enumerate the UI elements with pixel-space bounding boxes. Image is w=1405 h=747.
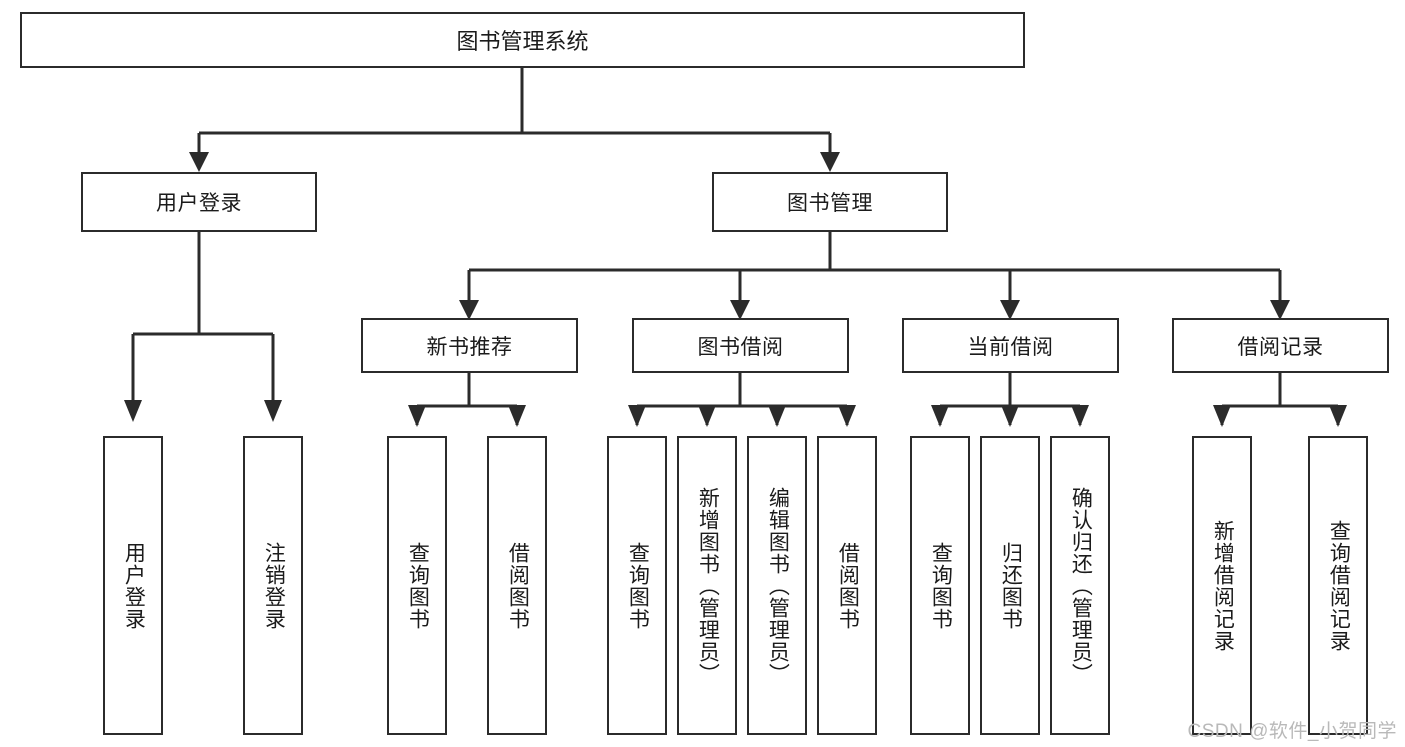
leaf-label: 注销登录 <box>262 541 286 630</box>
leaf-current-borrow-confirm[interactable]: 确认归还（管理员） <box>1050 436 1110 735</box>
leaf-label: 查询借阅记录 <box>1327 519 1351 652</box>
leaf-label: 用户登录 <box>122 541 146 630</box>
leaf-label: 确认归还（管理员） <box>1069 486 1093 685</box>
node-book-borrow[interactable]: 图书借阅 <box>632 318 849 373</box>
node-current-borrow[interactable]: 当前借阅 <box>902 318 1119 373</box>
leaf-label: 编辑图书（管理员） <box>766 486 790 685</box>
leaf-book-borrow-edit[interactable]: 编辑图书（管理员） <box>747 436 807 735</box>
leaf-label: 查询图书 <box>929 541 953 630</box>
arrowheads <box>124 152 1347 427</box>
leaf-borrow-record-query[interactable]: 查询借阅记录 <box>1308 436 1368 735</box>
leaf-current-borrow-query[interactable]: 查询图书 <box>910 436 970 735</box>
leaf-label: 归还图书 <box>999 541 1023 630</box>
leaf-label: 查询图书 <box>406 541 430 630</box>
leaf-current-borrow-return[interactable]: 归还图书 <box>980 436 1040 735</box>
leaf-user-login-login[interactable]: 用户登录 <box>103 436 163 735</box>
leaf-new-book-query[interactable]: 查询图书 <box>387 436 447 735</box>
leaf-book-borrow-borrow[interactable]: 借阅图书 <box>817 436 877 735</box>
leaf-label: 新增图书（管理员） <box>696 486 720 685</box>
leaf-borrow-record-add[interactable]: 新增借阅记录 <box>1192 436 1252 735</box>
leaf-new-book-borrow[interactable]: 借阅图书 <box>487 436 547 735</box>
leaf-book-borrow-query[interactable]: 查询图书 <box>607 436 667 735</box>
node-new-book-recommend[interactable]: 新书推荐 <box>361 318 578 373</box>
leaf-label: 借阅图书 <box>836 541 860 630</box>
node-borrow-record[interactable]: 借阅记录 <box>1172 318 1389 373</box>
leaf-label: 查询图书 <box>626 541 650 630</box>
leaf-label: 新增借阅记录 <box>1211 519 1235 652</box>
leaf-label: 借阅图书 <box>506 541 530 630</box>
leaf-book-borrow-add[interactable]: 新增图书（管理员） <box>677 436 737 735</box>
node-user-login[interactable]: 用户登录 <box>81 172 317 232</box>
leaf-user-login-logout[interactable]: 注销登录 <box>243 436 303 735</box>
node-root-system[interactable]: 图书管理系统 <box>20 12 1025 68</box>
node-book-management[interactable]: 图书管理 <box>712 172 948 232</box>
